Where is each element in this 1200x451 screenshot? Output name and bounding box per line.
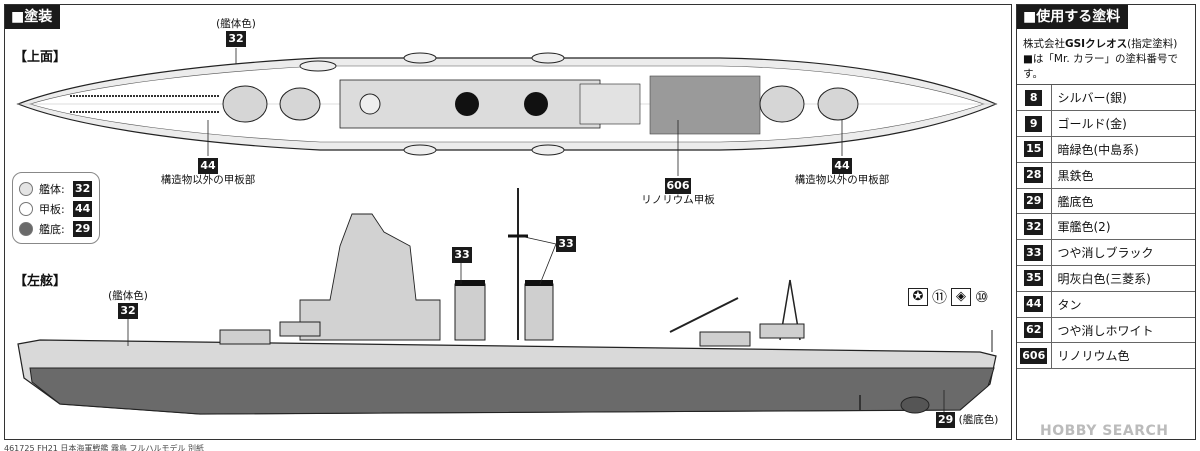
paint-code: 35 — [1024, 270, 1044, 287]
top-view-label: 【上面】 — [14, 50, 67, 65]
painting-panel: ■塗装 — [4, 4, 1012, 440]
linoleum-num: 606 — [664, 178, 692, 194]
paint-row: 33 つや消しブラック — [1017, 239, 1195, 267]
paint-code: 29 — [1024, 193, 1044, 210]
deck-left-label: 構造物以外の甲板部 — [160, 174, 256, 186]
side-view-hull — [17, 188, 997, 415]
bottom-callout: 29 (艦底色) — [936, 412, 1006, 428]
legend-deck-num: 44 — [73, 201, 93, 217]
brand-suffix: (指定塗料) — [1127, 38, 1178, 50]
flag-num-a: ⑪ — [932, 288, 948, 306]
watermark-logo: HOBBY SEARCH — [1040, 423, 1169, 439]
flag-markings: ✪ ⑪ ◈ ⑩ — [908, 286, 988, 307]
bottom-label: (艦底色) — [958, 414, 999, 426]
paint-row: 32 軍艦色(2) — [1017, 213, 1195, 241]
side-hull-label: (艦体色) — [108, 290, 148, 302]
funnel-callout: 33 — [452, 247, 472, 263]
funnel-num: 33 — [452, 247, 472, 263]
paint-code: 9 — [1025, 115, 1043, 132]
mast-num: 33 — [556, 236, 576, 252]
paint-name: 艦底色 — [1051, 188, 1195, 215]
side-view-label: 【左舷】 — [14, 274, 67, 289]
paint-list-panel: ■使用する塗料 株式会社GSIクレオス(指定塗料) ■は「Mr. カラー」の塗料… — [1016, 4, 1196, 440]
paint-code: 32 — [1024, 218, 1044, 235]
side-hull-callout: (艦体色) 32 — [98, 290, 158, 319]
paint-name: タン — [1051, 291, 1195, 318]
legend-row-deck: 甲板: 44 — [19, 199, 93, 219]
color-legend: 艦体: 32 甲板: 44 艦底: 29 — [12, 172, 100, 244]
paint-row: 28 黒鉄色 — [1017, 162, 1195, 189]
legend-hull-num: 32 — [73, 181, 93, 197]
paint-code: 606 — [1020, 347, 1048, 364]
legend-bottom-num: 29 — [73, 221, 93, 237]
paint-name: つや消しホワイト — [1051, 317, 1195, 344]
ensign-flag-icon: ◈ — [951, 287, 972, 306]
paint-code-note: ■は「Mr. カラー」の塗料番号です。 — [1023, 53, 1179, 80]
paint-row: 44 タン — [1017, 291, 1195, 318]
paint-row: 35 明灰白色(三菱系) — [1017, 265, 1195, 292]
paint-name: 暗緑色(中島系) — [1051, 136, 1195, 163]
paint-list-title: ■使用する塗料 — [1017, 5, 1129, 29]
deck-right-label: 構造物以外の甲板部 — [794, 174, 890, 186]
paint-code: 44 — [1024, 296, 1044, 313]
top-hull-callout: (艦体色) 32 — [206, 18, 266, 47]
paint-code: 28 — [1024, 167, 1044, 184]
paint-name: 黒鉄色 — [1051, 162, 1195, 189]
painting-section-title: ■塗装 — [5, 5, 61, 29]
paint-code: 33 — [1024, 244, 1044, 261]
ship-drawing — [16, 48, 998, 415]
bottom-num: 29 — [936, 412, 956, 428]
side-hull-num: 32 — [118, 303, 138, 319]
deck-left-callout: 44 構造物以外の甲板部 — [148, 158, 268, 187]
deck-right-num: 44 — [832, 158, 852, 174]
hull-swatch-icon — [19, 182, 33, 196]
legend-hull-label: 艦体: — [39, 183, 65, 196]
paint-code: 8 — [1025, 89, 1043, 106]
star-flag-icon: ✪ — [908, 287, 928, 306]
top-hull-label: (艦体色) — [216, 18, 256, 30]
paint-name: シルバー(銀) — [1051, 85, 1195, 112]
mast-callout: 33 — [556, 236, 576, 252]
linoleum-label: リノリウム甲板 — [641, 194, 715, 206]
paint-name: 軍艦色(2) — [1051, 213, 1195, 241]
bottom-swatch-icon — [19, 222, 33, 236]
paint-row: 15 暗緑色(中島系) — [1017, 136, 1195, 163]
top-hull-num: 32 — [226, 31, 246, 47]
paint-code: 62 — [1024, 322, 1044, 339]
brand-name: GSIクレオス — [1065, 38, 1128, 50]
paint-row: 62 つや消しホワイト — [1017, 317, 1195, 344]
paint-row: 29 艦底色 — [1017, 188, 1195, 215]
legend-row-bottom: 艦底: 29 — [19, 219, 93, 239]
paint-table: 8 シルバー(銀) 9 ゴールド(金) 15 暗緑色(中島系) 28 黒鉄色 29 艦底色 32 軍艦… — [1017, 85, 1195, 370]
paint-name: ゴールド(金) — [1051, 110, 1195, 138]
deck-left-num: 44 — [198, 158, 218, 174]
deck-swatch-icon — [19, 202, 33, 216]
paint-row: 9 ゴールド(金) — [1017, 110, 1195, 138]
top-view-hull — [16, 52, 998, 156]
paint-name: リノリウム色 — [1051, 342, 1195, 370]
paint-name: 明灰白色(三菱系) — [1051, 265, 1195, 292]
paint-code: 15 — [1024, 141, 1044, 158]
footer-text: 461725 FH21 日本海軍戦艦 霧島 フルハルモデル 別紙 — [4, 444, 205, 451]
paint-row: 8 シルバー(銀) — [1017, 85, 1195, 112]
legend-bottom-label: 艦底: — [39, 223, 65, 236]
legend-deck-label: 甲板: — [39, 203, 65, 216]
paint-brand-note: 株式会社GSIクレオス(指定塗料) ■は「Mr. カラー」の塗料番号です。 — [1017, 33, 1195, 85]
paint-name: つや消しブラック — [1051, 239, 1195, 267]
legend-row-hull: 艦体: 32 — [19, 179, 93, 199]
flag-num-b: ⑩ — [975, 287, 989, 306]
brand-prefix: 株式会社 — [1023, 38, 1065, 50]
linoleum-callout: 606 リノリウム甲板 — [628, 178, 728, 207]
deck-right-callout: 44 構造物以外の甲板部 — [782, 158, 902, 187]
